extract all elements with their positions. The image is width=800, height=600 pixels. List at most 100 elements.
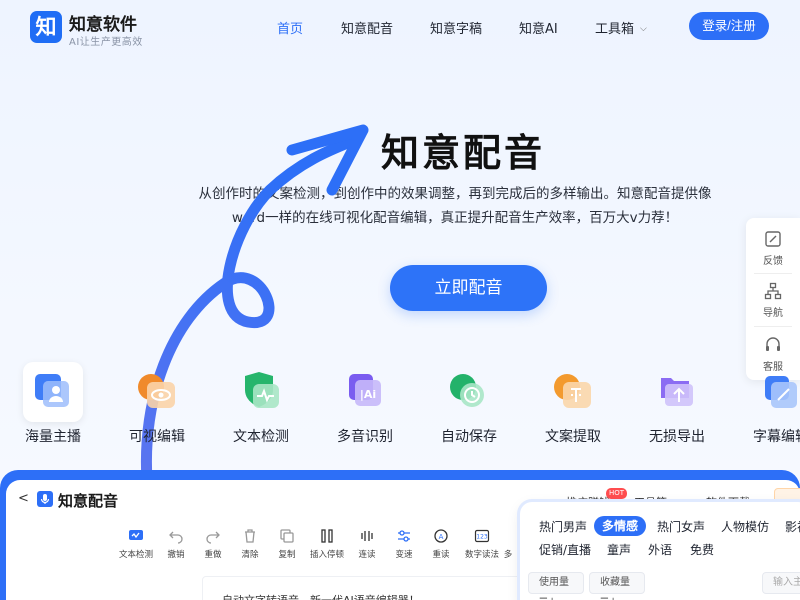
anchor-user-icon <box>23 362 83 422</box>
toolbar-clear[interactable]: 清除 <box>230 528 270 560</box>
side-float-panel: 反馈 导航 客服 <box>746 218 800 380</box>
toolbar-more[interactable]: 多 <box>498 528 518 560</box>
nav-transcript[interactable]: 知意字稿 <box>430 22 483 37</box>
voice-tag-free[interactable]: 免费 <box>690 543 715 557</box>
toolbar-label: 多 <box>503 550 513 560</box>
app-name: 知意配音 <box>58 492 119 510</box>
voice-tag-imitation[interactable]: 人物模仿 <box>721 520 770 534</box>
side-nav-label: 导航 <box>763 308 783 319</box>
feature-label: 字幕编辑 <box>753 429 800 445</box>
redo-icon <box>206 531 220 544</box>
voice-tag-foreign[interactable]: 外语 <box>648 543 673 557</box>
feature-anchors[interactable]: 海量主播 <box>3 362 103 446</box>
toolbar-liaison[interactable]: 连读 <box>347 528 387 560</box>
stress-icon: A <box>434 529 448 543</box>
copy-icon <box>280 529 294 543</box>
nav-home[interactable]: 首页 <box>277 22 304 37</box>
toolbar-redo[interactable]: 重做 <box>193 528 233 560</box>
feature-label: 文案提取 <box>545 429 601 445</box>
voice-tag-hot-female[interactable]: 热门女声 <box>657 520 706 534</box>
hero-description-line-2: word一样的在线可视化配音编辑，真正提升配音生产效率，百万大v力荐！ <box>231 210 679 226</box>
app-mic-logo-icon <box>37 491 53 507</box>
toolbar-number-reading[interactable]: 123 数字读法 <box>462 528 502 560</box>
side-nav[interactable]: 导航 <box>746 282 800 319</box>
feature-autosave[interactable]: 自动保存 <box>419 362 519 446</box>
side-divider <box>754 273 792 274</box>
side-service-label: 客服 <box>763 362 783 373</box>
edit-note-icon <box>765 231 781 247</box>
toolbar-insert-pause[interactable]: 插入停顿 <box>307 528 347 560</box>
feature-text-check[interactable]: 文本检测 <box>211 362 311 446</box>
more-icon <box>500 528 516 544</box>
feature-label: 可视编辑 <box>129 429 185 445</box>
sitemap-icon <box>764 282 782 300</box>
toolbar-label: 清除 <box>241 550 259 560</box>
toolbar-stress[interactable]: A 重读 <box>421 528 461 560</box>
toolbar-text-check[interactable]: 文本检测 <box>116 528 156 560</box>
hero-title: 知意配音 <box>381 131 546 175</box>
toolbar-label: 插入停顿 <box>309 550 344 560</box>
toolbar-speed[interactable]: 变速 <box>384 528 424 560</box>
nav-dubbing[interactable]: 知意配音 <box>341 22 394 37</box>
hero-description: 从创作时的文案检测，到创作中的效果调整，再到完成后的多样输出。知意配音提供像 w… <box>195 182 715 230</box>
brand-logo[interactable]: 知 <box>30 11 62 43</box>
side-feedback[interactable]: 反馈 <box>746 230 800 267</box>
svg-text:|Ai: |Ai <box>360 388 376 401</box>
toolbar-label: 撤销 <box>167 550 185 560</box>
toolbar-label: 重读 <box>432 550 450 560</box>
toolbar-label: 复制 <box>278 550 296 560</box>
voice-tag-film[interactable]: 影视 <box>785 520 800 534</box>
sort-usage-button[interactable]: 使用量 ☰↓ <box>528 572 584 600</box>
login-register-button[interactable]: 登录/注册 <box>689 12 769 40</box>
feature-lossless-export[interactable]: 无损导出 <box>627 362 727 446</box>
toolbar-label: 数字读法 <box>464 550 499 560</box>
voice-search-input[interactable]: 输入主 <box>762 572 800 594</box>
voice-tag-hot-male[interactable]: 热门男声 <box>539 520 588 534</box>
toolbar-undo[interactable]: 撤销 <box>156 528 196 560</box>
svg-text:A: A <box>439 533 444 541</box>
feature-label: 海量主播 <box>25 429 81 445</box>
subtitle-edit-icon <box>751 362 800 422</box>
start-dubbing-button[interactable]: 立即配音 <box>390 265 547 311</box>
sort-favorites-button[interactable]: 收藏量 ☰↓ <box>589 572 645 600</box>
nav-toolbox[interactable]: 工具箱 ⌵ <box>595 18 647 37</box>
side-service[interactable]: 客服 <box>746 336 800 373</box>
eye-icon <box>127 362 187 422</box>
voice-tag-emotional[interactable]: 多情感 <box>594 516 647 536</box>
nav-toolbox-label: 工具箱 <box>595 22 635 37</box>
feature-label: 多音识别 <box>337 429 393 445</box>
headset-icon <box>766 337 780 351</box>
toolbar-label: 文本检测 <box>118 550 153 560</box>
toolbar-label: 连读 <box>358 550 376 560</box>
chevron-down-icon: ⌵ <box>640 24 647 34</box>
extract-icon <box>543 362 603 422</box>
side-feedback-label: 反馈 <box>763 256 783 267</box>
brand-tagline: AI让生产更高效 <box>69 37 143 48</box>
feature-label: 自动保存 <box>441 429 497 445</box>
script-editor-text: 自动文字转语音，新一代AI语音编辑器！ <box>222 592 420 600</box>
voice-tag-child[interactable]: 童声 <box>607 543 632 557</box>
ai-text-icon: |Ai <box>335 362 395 422</box>
svg-text:123: 123 <box>476 534 488 541</box>
toolbar-copy[interactable]: 复制 <box>267 528 307 560</box>
back-icon[interactable]: < <box>18 491 29 506</box>
slider-speed-icon <box>398 530 410 542</box>
feature-visual-edit[interactable]: 可视编辑 <box>107 362 207 446</box>
script-editor[interactable] <box>202 576 532 600</box>
toolbar-label: 重做 <box>204 550 222 560</box>
folder-upload-icon <box>647 362 707 422</box>
nav-ai[interactable]: 知意AI <box>519 22 558 37</box>
pause-insert-icon <box>321 529 333 543</box>
feature-polyphone[interactable]: |Ai 多音识别 <box>315 362 415 446</box>
shield-check-icon <box>231 362 291 422</box>
feature-copy-extract[interactable]: 文案提取 <box>523 362 623 446</box>
brand-name[interactable]: 知意软件 <box>69 15 137 35</box>
voice-tag-promo-live[interactable]: 促销/直播 <box>539 543 592 557</box>
hero-description-line-1: 从创作时的文案检测，到创作中的效果调整，再到完成后的多样输出。知意配音提供像 <box>198 186 712 202</box>
trash-icon <box>245 529 255 543</box>
number-123-icon: 123 <box>474 529 490 543</box>
feature-subtitle-edit[interactable]: 字幕编辑 <box>731 362 800 446</box>
feature-label: 无损导出 <box>649 429 705 445</box>
text-check-icon <box>129 530 143 540</box>
clock-icon <box>439 362 499 422</box>
